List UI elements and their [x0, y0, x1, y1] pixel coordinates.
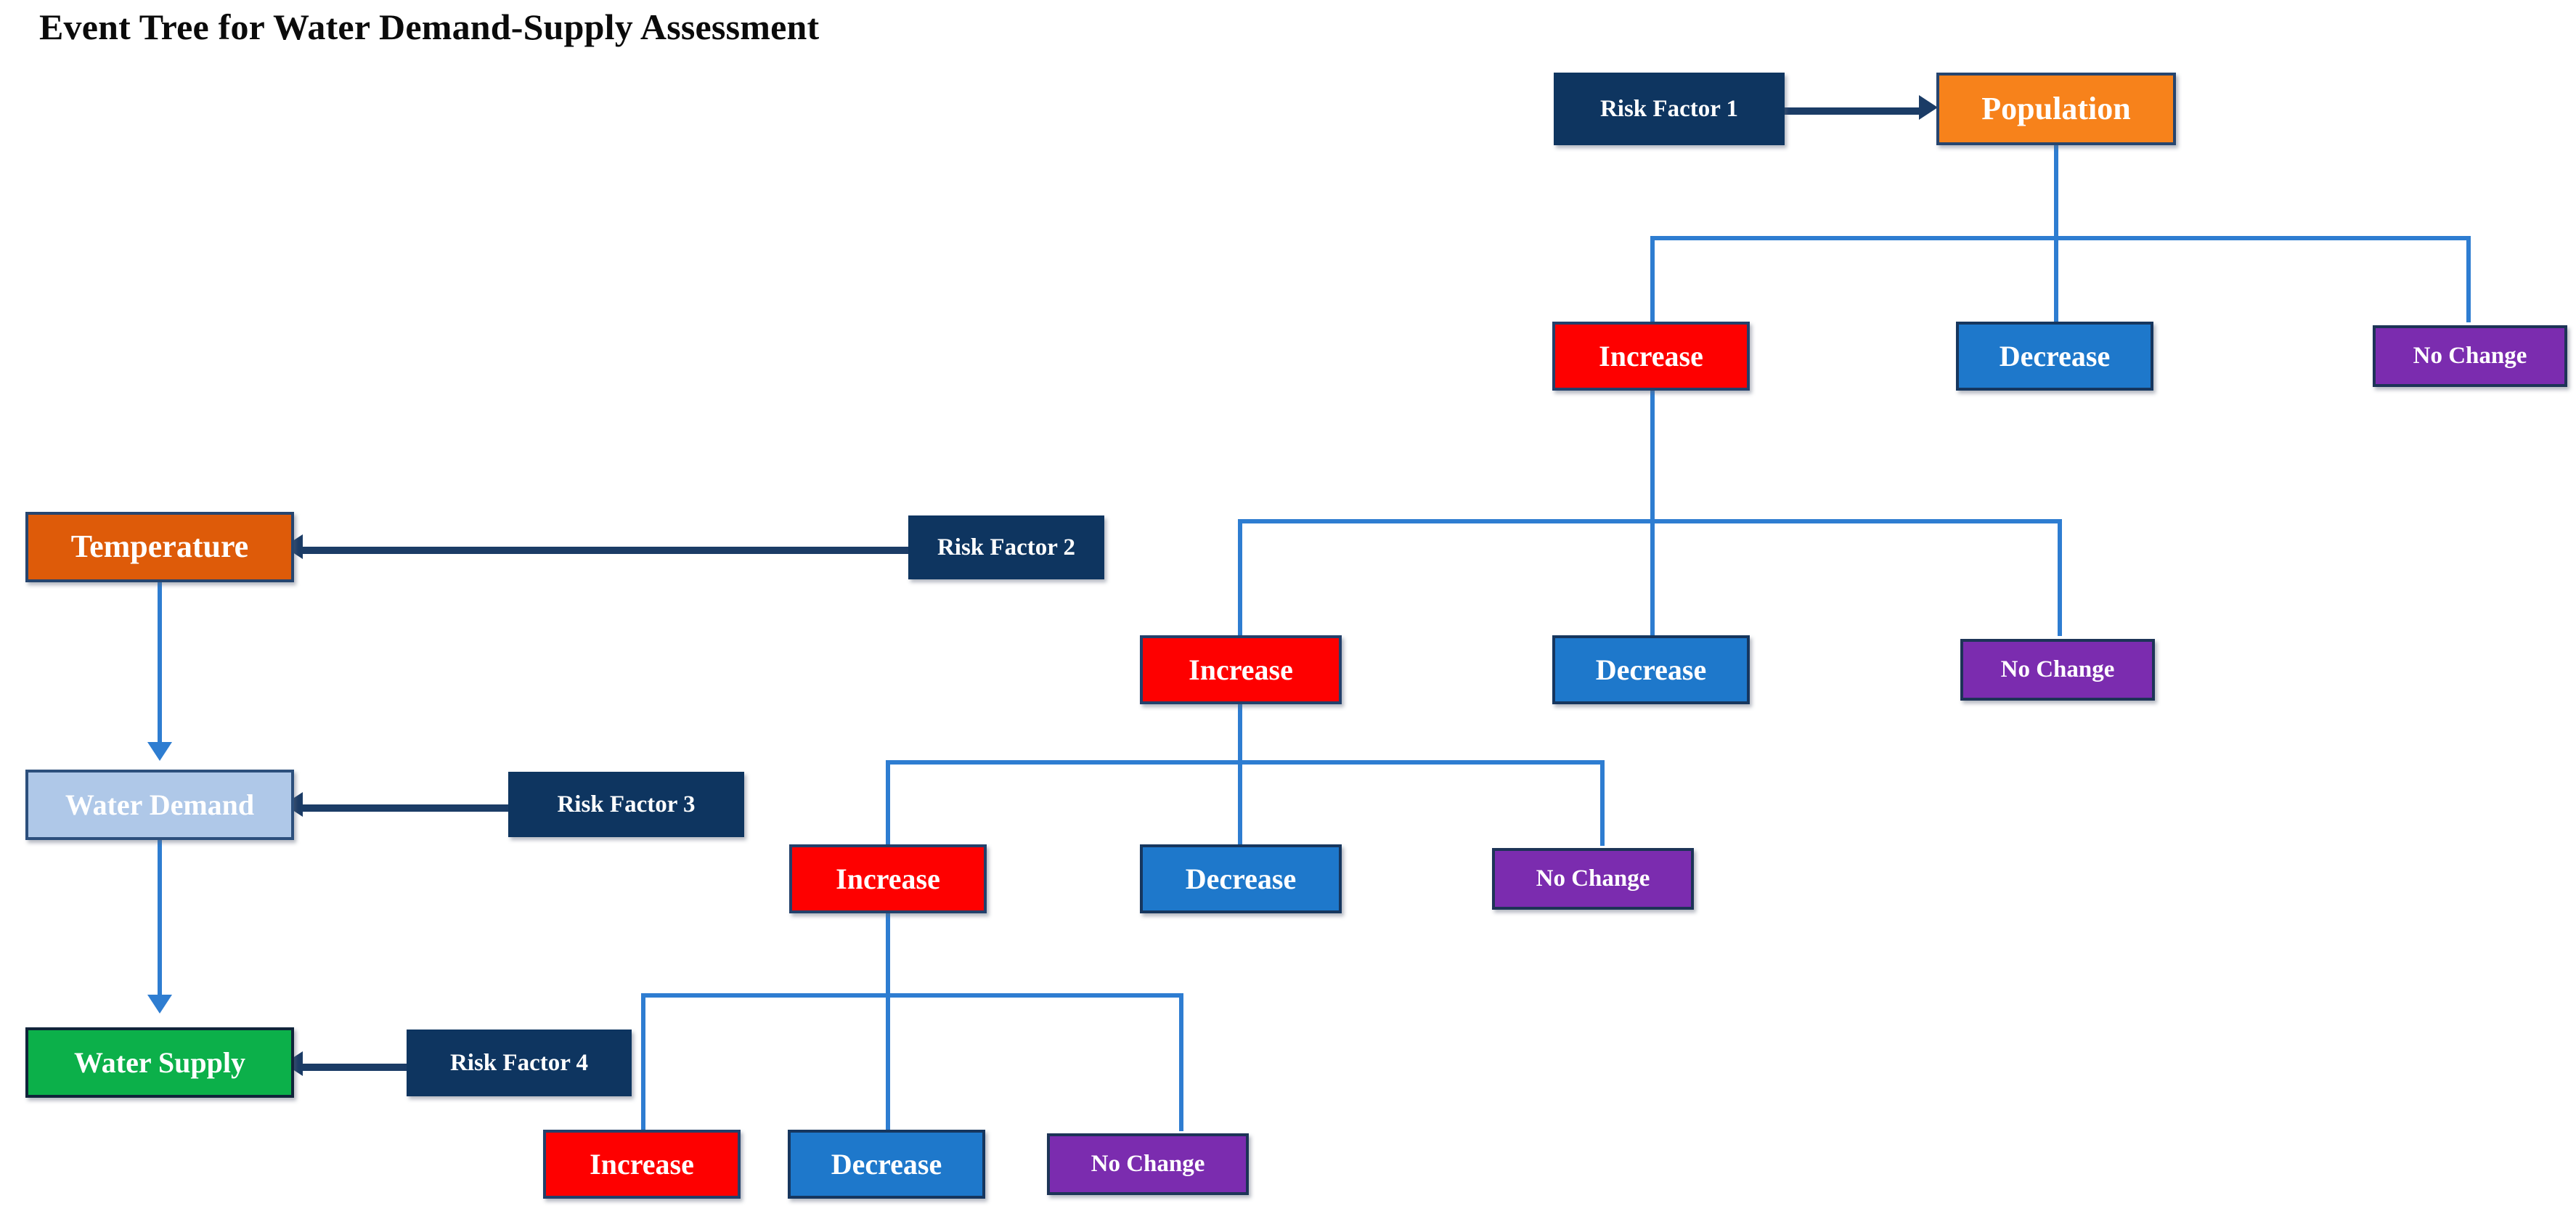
connector-level3-drop-nochange	[1600, 760, 1605, 846]
connector-level4-drop-increase	[641, 993, 645, 1131]
connector-level3-bus	[886, 760, 1605, 765]
level4-nochange-box[interactable]: No Change	[1047, 1133, 1249, 1195]
level4-increase-box[interactable]: Increase	[543, 1130, 741, 1199]
water-demand-box[interactable]: Water Demand	[25, 770, 294, 840]
risk-factor-2-box[interactable]: Risk Factor 2	[908, 515, 1104, 579]
level2-increase-box[interactable]: Increase	[1140, 635, 1342, 704]
arrow-risk1-to-population	[1782, 107, 1922, 115]
connector-level1-drop-increase	[1650, 236, 1655, 322]
connector-population-stem	[2054, 145, 2058, 238]
connector-level3-drop-increase	[886, 760, 890, 846]
connector-level4-drop-decrease	[886, 993, 890, 1131]
level1-decrease-box[interactable]: Decrease	[1956, 322, 2153, 391]
level1-nochange-box[interactable]: No Change	[2373, 325, 2567, 387]
arrow-risk4-to-supply	[300, 1064, 409, 1071]
level2-nochange-box[interactable]: No Change	[1960, 639, 2155, 701]
arrow-head-temperature-to-demand	[147, 742, 172, 761]
temperature-box[interactable]: Temperature	[25, 512, 294, 582]
page-title: Event Tree for Water Demand-Supply Asses…	[39, 7, 820, 47]
level1-increase-box[interactable]: Increase	[1552, 322, 1750, 391]
water-supply-box[interactable]: Water Supply	[25, 1027, 294, 1098]
connector-level2-drop-decrease	[1650, 519, 1655, 636]
connector-temperature-to-demand	[158, 582, 162, 748]
population-box[interactable]: Population	[1936, 73, 2176, 145]
arrow-risk3-to-demand	[300, 804, 510, 812]
connector-demand-to-supply	[158, 840, 162, 1001]
connector-level4-stem	[886, 913, 890, 993]
connector-level2-stem	[1650, 391, 1655, 521]
connector-level4-drop-nochange	[1179, 993, 1183, 1131]
connector-level1-drop-decrease	[2054, 236, 2058, 322]
risk-factor-4-box[interactable]: Risk Factor 4	[407, 1030, 632, 1096]
connector-level2-bus	[1238, 519, 2062, 523]
level3-decrease-box[interactable]: Decrease	[1140, 844, 1342, 913]
connector-level2-drop-increase	[1238, 519, 1242, 636]
level3-increase-box[interactable]: Increase	[789, 844, 987, 913]
arrow-head-risk1-to-population	[1919, 95, 1938, 120]
connector-level1-drop-nochange	[2466, 236, 2471, 322]
connector-level4-bus	[641, 993, 1183, 998]
arrow-risk2-to-temperature	[300, 547, 910, 554]
connector-level1-bus	[1650, 236, 2471, 240]
level3-nochange-box[interactable]: No Change	[1492, 848, 1694, 910]
level4-decrease-box[interactable]: Decrease	[788, 1130, 985, 1199]
risk-factor-1-box[interactable]: Risk Factor 1	[1554, 73, 1785, 145]
arrow-head-demand-to-supply	[147, 995, 172, 1014]
connector-level3-drop-decrease	[1238, 760, 1242, 846]
level2-decrease-box[interactable]: Decrease	[1552, 635, 1750, 704]
connector-level2-drop-nochange	[2058, 519, 2062, 636]
risk-factor-3-box[interactable]: Risk Factor 3	[508, 772, 744, 837]
